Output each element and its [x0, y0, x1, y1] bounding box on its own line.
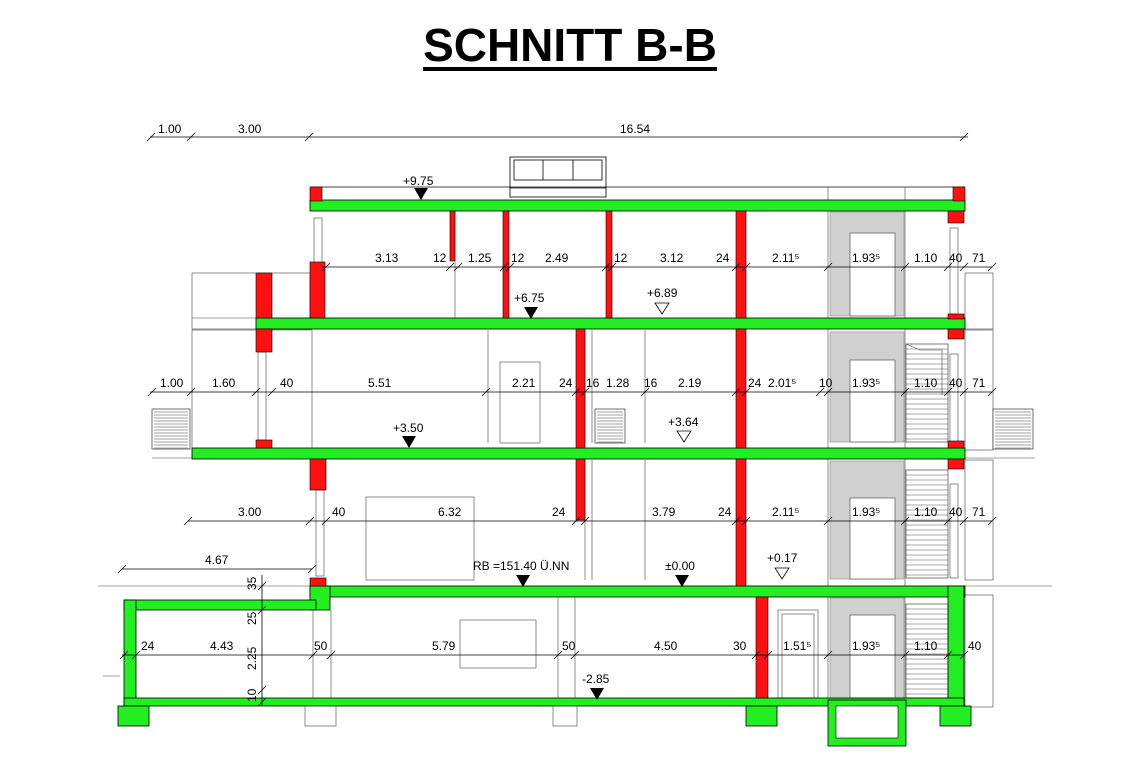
dimension-label: 12	[511, 251, 525, 265]
dimension-label: 1.10	[914, 251, 938, 265]
dimension-label: 16	[586, 376, 600, 390]
roof-skylight	[509, 156, 607, 198]
level-ground-zero: ±0.00	[665, 559, 695, 573]
dimension-label: 10	[819, 376, 833, 390]
load-bearing-walls	[255, 186, 966, 699]
dimension-label: 1.93⁵	[852, 639, 880, 653]
level2-slab	[255, 317, 966, 330]
dimension-label: 30	[733, 639, 747, 653]
dimension-label: 71	[972, 251, 986, 265]
dimension-label: 71	[972, 505, 986, 519]
roof-slab	[309, 199, 966, 212]
vert-dim-label: 35	[245, 576, 259, 590]
dimension-label: 3.00	[238, 505, 262, 519]
dimension-label: 1.93⁵	[852, 251, 880, 265]
dimension-label: 40	[968, 639, 982, 653]
footing	[117, 705, 150, 727]
top-dimension-line: 1.00 3.00 16.54	[146, 122, 969, 142]
dimension-label: 1.00	[160, 376, 184, 390]
dimension-label: 40	[280, 376, 294, 390]
dimension-label: 1.51⁵	[783, 639, 811, 653]
dimension-label: 1.10	[914, 376, 938, 390]
dimension-label: 40	[949, 251, 963, 265]
dimension-label: 24	[748, 376, 762, 390]
level-l1-main: +3.50	[393, 421, 424, 435]
dimension-label: 40	[949, 376, 963, 390]
level-ground-alt: +0.17	[767, 551, 798, 565]
vert-dim-label: 10	[245, 688, 259, 702]
top-dim-label: 1.00	[158, 122, 182, 136]
vert-dim-label: 2.25	[245, 646, 259, 670]
vert-dim-label: 25	[245, 611, 259, 625]
dimension-label: 4.50	[654, 639, 678, 653]
dimension-label: 12	[614, 251, 628, 265]
top-dim-label: 3.00	[238, 122, 262, 136]
dimension-label: 2.19	[678, 376, 702, 390]
dimension-label: 1.93⁵	[852, 376, 880, 390]
basement-right-wall	[947, 585, 965, 707]
dimension-label: 1.28	[606, 376, 630, 390]
dimension-label: 71	[972, 376, 986, 390]
dimension-label: 24	[716, 251, 730, 265]
stair-flights	[905, 343, 949, 699]
dimension-label: 50	[314, 639, 328, 653]
dimension-label: 40	[949, 505, 963, 519]
level-l2-main: +6.75	[514, 291, 545, 305]
level-l1-alt: +3.64	[668, 415, 699, 429]
dimension-label: 1.60	[212, 376, 236, 390]
dimension-label: 3.13	[375, 251, 399, 265]
drawing-title: SCHNITT B-B	[423, 19, 717, 71]
basement-step	[123, 599, 317, 611]
dimension-rows: 3.13 12 1.25 12 2.49 12 3.12 24 2.11⁵ 1.93⁵ 1.10 40…	[117, 251, 997, 660]
dimension-label: 5.79	[432, 639, 456, 653]
level-l2-alt: +6.89	[647, 286, 678, 300]
stairwell	[829, 211, 905, 699]
floor-slabs	[117, 199, 972, 747]
dimension-label: 5.51	[368, 376, 392, 390]
dimension-label: 50	[562, 639, 576, 653]
dimension-label: 2.01⁵	[768, 376, 796, 390]
ground-slab	[309, 585, 966, 598]
level-ground-main: RB =151.40 Ü.NN	[473, 559, 569, 573]
vertical-dimension: 35 25 2.25 10	[245, 575, 267, 707]
dimension-label: 24	[718, 505, 732, 519]
dimension-label: 24	[552, 505, 566, 519]
top-dim-label: 16.54	[620, 122, 650, 136]
dimension-label: 2.21	[512, 376, 536, 390]
dimension-label: 2.11⁵	[772, 505, 799, 519]
dimension-label: 2.11⁵	[772, 251, 799, 265]
dimension-label: 3.79	[652, 505, 676, 519]
dimension-label: 1.25	[468, 251, 492, 265]
dimension-label: 24	[141, 639, 155, 653]
dimension-label: 4.43	[210, 639, 234, 653]
dimension-label: 1.93⁵	[852, 505, 880, 519]
dimension-label: 1.10	[914, 505, 938, 519]
level1-slab	[191, 447, 966, 460]
dimension-label: 1.10	[914, 639, 938, 653]
dimension-label: 4.67	[205, 553, 229, 567]
dimension-label: 6.32	[438, 505, 462, 519]
footing	[939, 705, 972, 727]
dimension-label: 16	[644, 376, 658, 390]
dimension-label: 2.49	[545, 251, 569, 265]
dimension-label: 3.12	[660, 251, 684, 265]
level-roof: +9.75	[403, 174, 434, 188]
dimension-label: 40	[332, 505, 346, 519]
level-markers: +9.75 +6.75 +6.89 +3.50 +3.64 RB =151.40…	[393, 174, 798, 700]
balcony-railings	[151, 408, 1034, 450]
dimension-label: 24	[559, 376, 573, 390]
level-basement: -2.85	[582, 672, 610, 686]
footing	[745, 705, 778, 727]
dimension-label: 12	[433, 251, 447, 265]
basement-floor	[123, 697, 965, 707]
